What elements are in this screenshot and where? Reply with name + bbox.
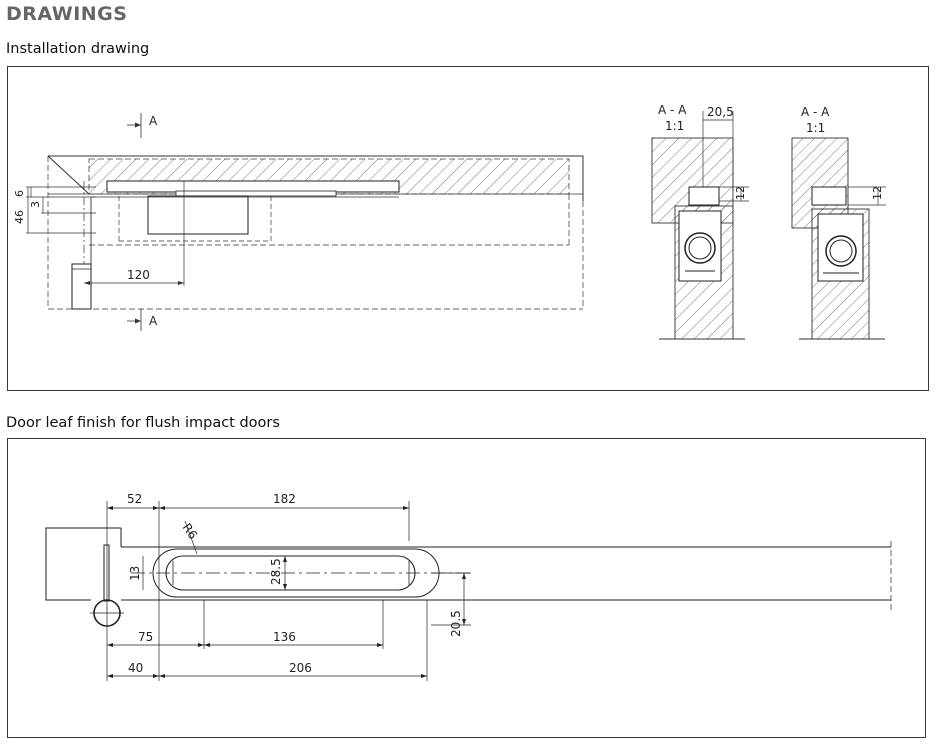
- slot-inner: [165, 555, 416, 591]
- dim-40: 40: [128, 661, 143, 675]
- page-title: DRAWINGS: [6, 3, 128, 25]
- slot-outer: [152, 548, 440, 598]
- dim-136: 136: [273, 630, 296, 644]
- frame-outline: [45, 527, 121, 601]
- dimension-arrows: [107, 506, 466, 678]
- door-leaf-outline: [47, 156, 584, 310]
- dim-206: 206: [289, 661, 312, 675]
- dim-6: 6: [13, 190, 26, 197]
- section-marker-bottom: [127, 309, 142, 331]
- dim-120: 120: [127, 268, 150, 282]
- installation-drawing: 6 3 46 120 A A A - A 1:1 20,5 12 A - A: [13, 103, 886, 340]
- dim-r6: R6: [180, 521, 201, 542]
- left-dimensions: [26, 186, 96, 234]
- dim-3: 3: [29, 201, 42, 208]
- section-aa2-label: A - A: [801, 105, 830, 119]
- section-aa-2: [791, 137, 886, 340]
- section-marker-bottom-label: A: [149, 314, 158, 328]
- section-marker-top-label: A: [149, 114, 158, 128]
- dim-28-5: 28.5: [269, 558, 283, 585]
- installation-drawing-title: Installation drawing: [6, 41, 150, 57]
- dim-46: 46: [13, 210, 26, 224]
- section-aa-scale: 1:1: [665, 119, 684, 133]
- radius-leader: [184, 520, 198, 555]
- section-aa-1: [651, 111, 749, 340]
- door-leaf-drawing: 52 182 R6 13 28.5 20.5 75 136 40 206: [45, 492, 892, 681]
- door-leaf-frame: 52 182 R6 13 28.5 20.5 75 136 40 206: [7, 438, 926, 738]
- installation-drawing-frame: 6 3 46 120 A A A - A 1:1 20,5 12 A - A: [7, 66, 929, 391]
- hinge-strip: [103, 544, 110, 602]
- closer-body: [89, 180, 570, 246]
- section-aa2-dim-12: 12: [871, 186, 884, 200]
- dim-52: 52: [127, 492, 142, 506]
- door-leaf-title: Door leaf finish for flush impact doors: [6, 415, 280, 431]
- dim-182: 182: [273, 492, 296, 506]
- section-marker-top: [127, 113, 142, 138]
- section-aa-dim-205: 20,5: [707, 105, 734, 119]
- dim-13: 13: [128, 566, 142, 581]
- section-aa-dim-12: 12: [734, 186, 747, 200]
- section-aa2-scale: 1:1: [806, 121, 825, 135]
- section-aa-label: A - A: [658, 103, 687, 117]
- dim-75: 75: [138, 630, 153, 644]
- dim-20-5: 20.5: [449, 610, 463, 637]
